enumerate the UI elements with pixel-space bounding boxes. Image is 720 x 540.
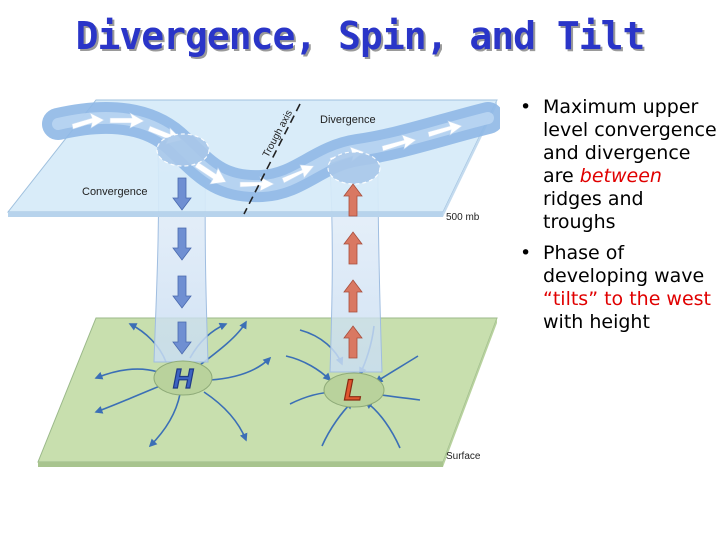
pressure-level-label: 500 mb — [446, 212, 480, 223]
jet-flow-arrows — [71, 112, 463, 192]
surface-label: Surface — [446, 451, 481, 462]
sinking-arrows — [172, 177, 192, 355]
bullet-list: • Maximum upper level convergence and di… — [512, 96, 717, 342]
high-pressure-ellipse — [153, 360, 213, 396]
bullet-1-text: Maximum upper level convergence and dive… — [543, 96, 717, 187]
surface-plane — [37, 317, 498, 467]
convergence-label: Convergence — [82, 186, 147, 198]
bullet-dot-icon: • — [520, 96, 532, 118]
high-pressure-label: H — [173, 363, 194, 394]
low-pressure-label: L — [344, 374, 362, 407]
bullet-1-text-end: ridges and troughs — [543, 188, 644, 233]
bullet-2-text: Phase of developing wave — [543, 242, 705, 287]
trough-axis-line — [243, 103, 301, 215]
bullet-item-1: • Maximum upper level convergence and di… — [512, 96, 717, 234]
slide-title: Divergence, Spin, and Tilt — [75, 14, 646, 58]
bullet-dot-icon: • — [520, 242, 532, 264]
convergence-zone — [156, 133, 210, 167]
bullet-item-2: • Phase of developing wave “tilts” to th… — [512, 242, 717, 334]
low-pressure-ellipse — [323, 372, 385, 408]
ascending-air-column — [329, 167, 383, 373]
divergence-zone — [327, 151, 381, 185]
bullet-2-highlight: “tilts” to the west — [543, 288, 711, 310]
rising-arrows — [343, 183, 363, 359]
divergence-label: Divergence — [320, 114, 376, 126]
bullet-1-highlight: between — [579, 165, 662, 187]
bullet-2-text-end: with height — [543, 311, 650, 333]
divergence-diagram: H L Divergence Convergence Trough axis 5… — [6, 99, 500, 467]
